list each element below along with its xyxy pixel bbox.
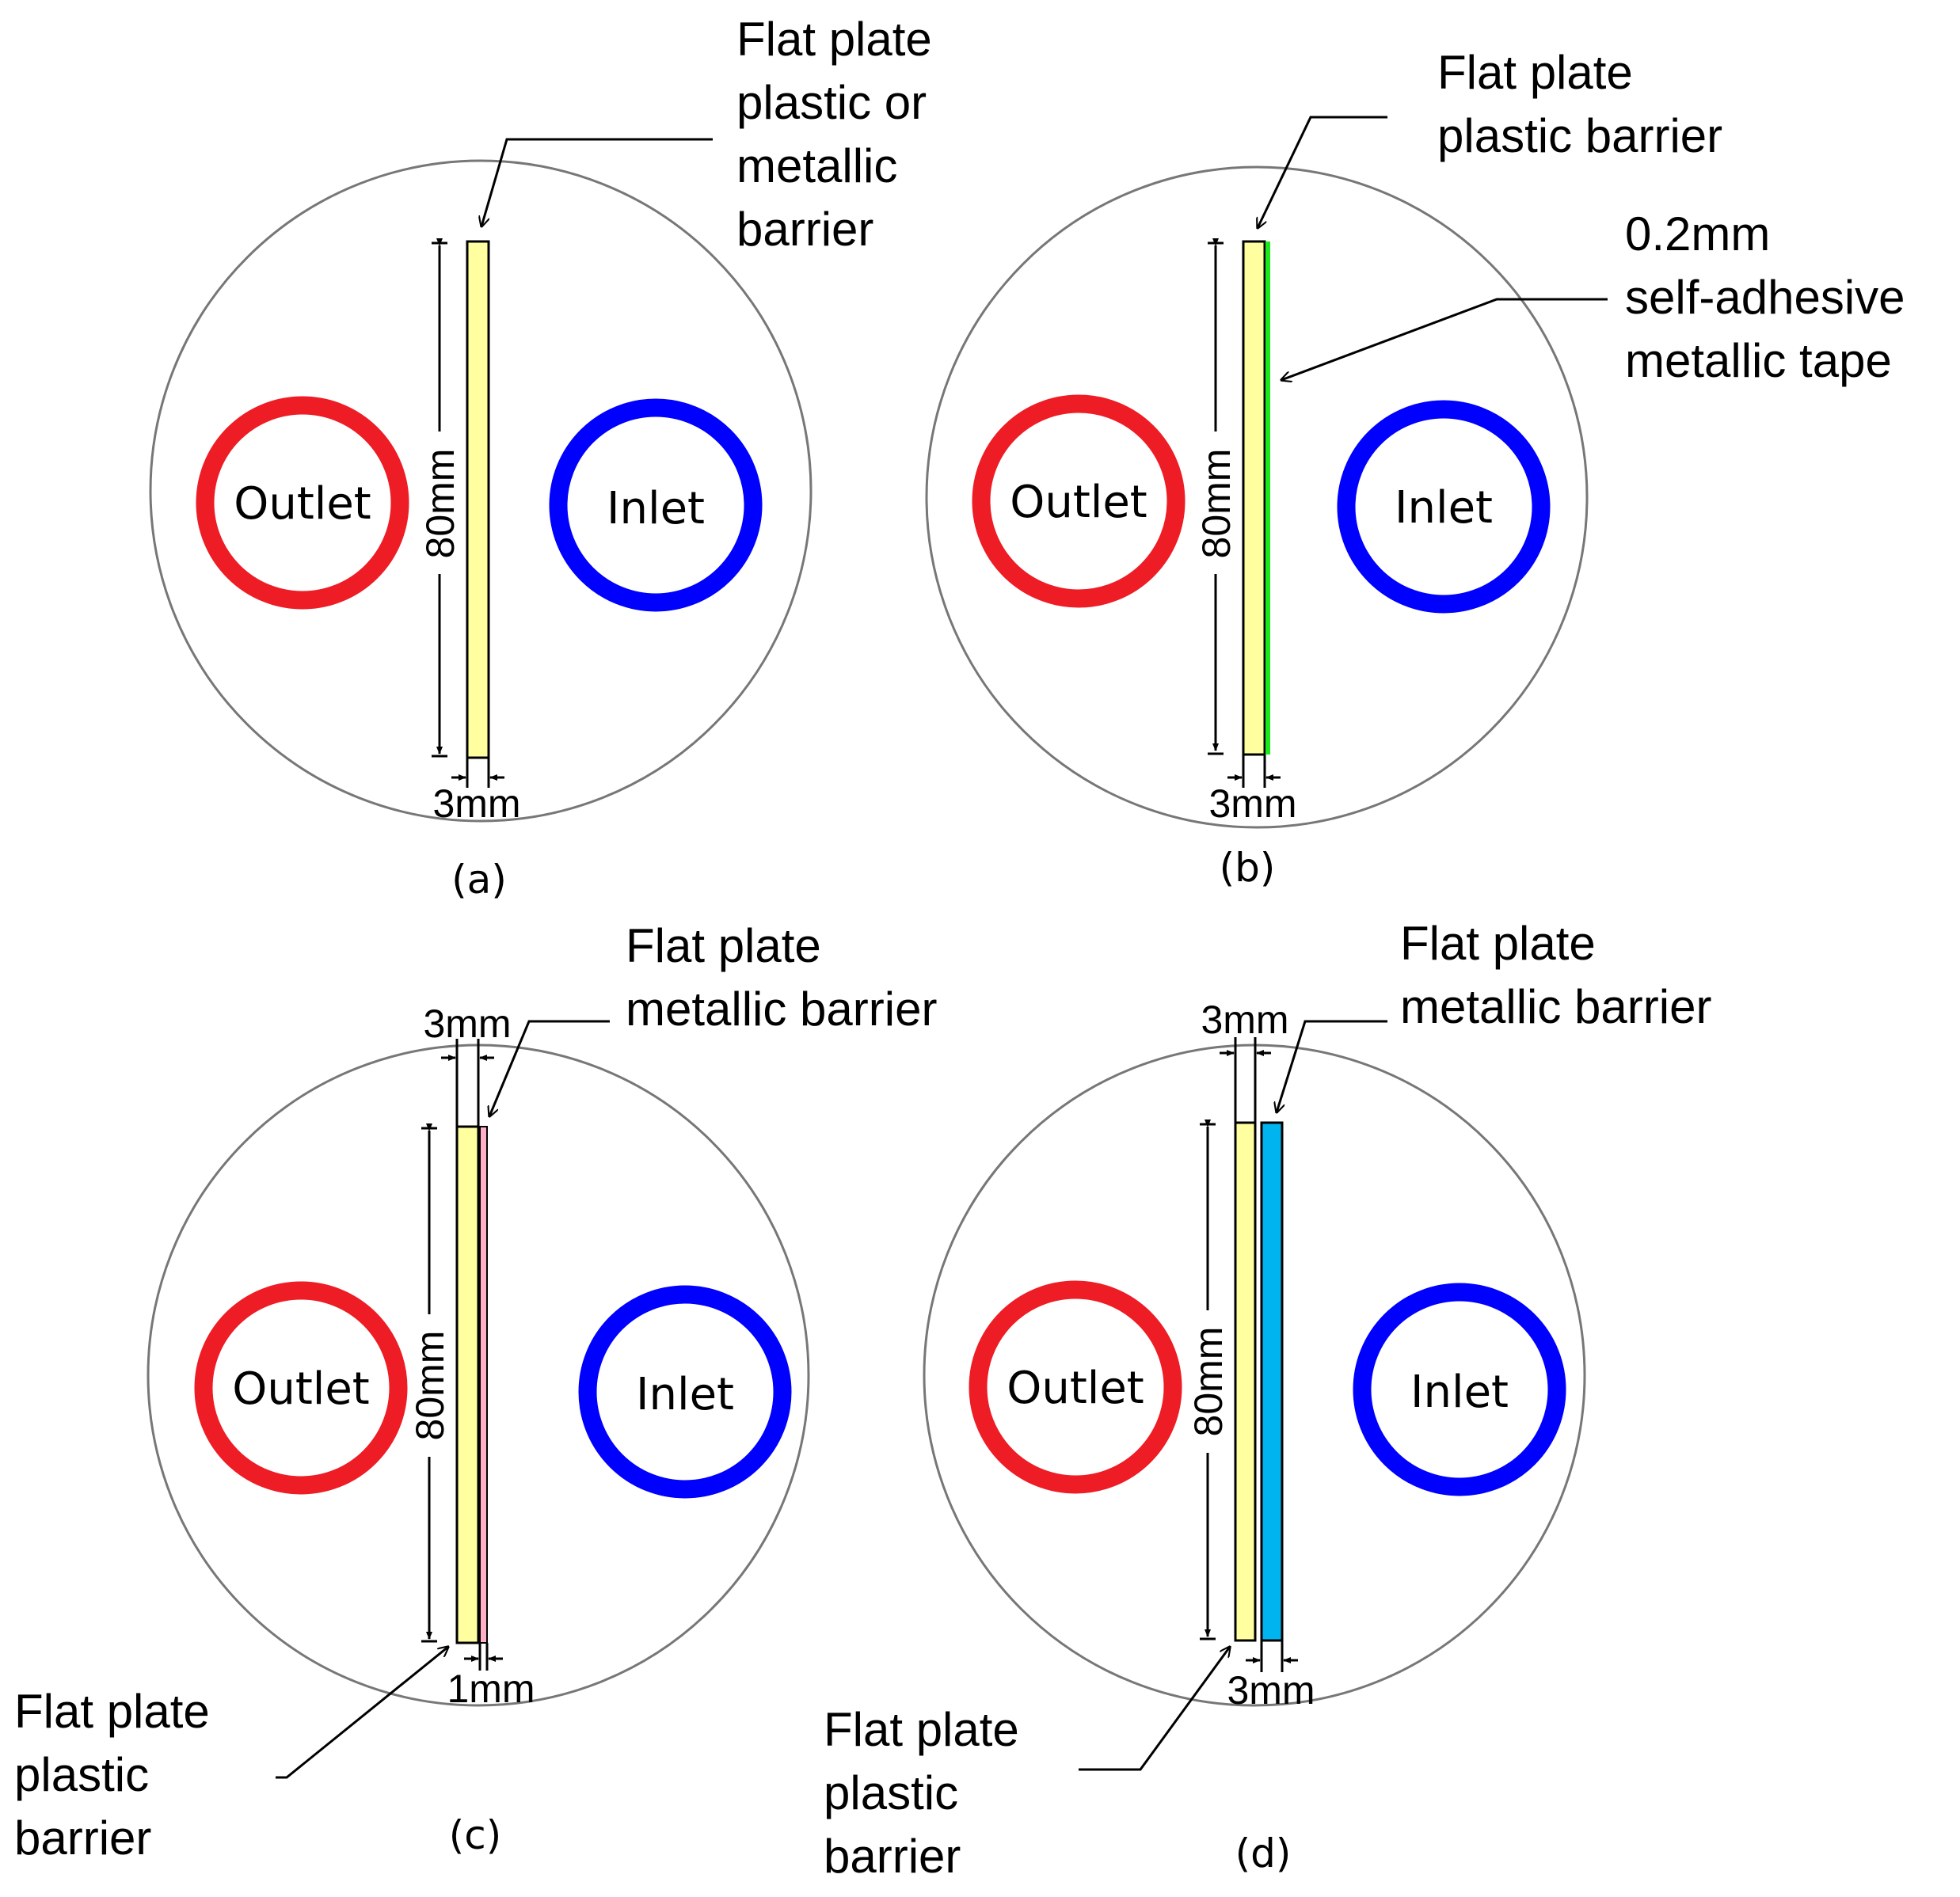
height-dimension-label: 80mm — [1186, 1327, 1231, 1437]
width-dimension-label: 3mm — [1227, 1668, 1315, 1713]
barrier-label: Flat plate plastic barrier — [1437, 46, 1722, 162]
pipe-cross-section — [925, 165, 1589, 829]
outlet-label: Outlet — [232, 1363, 370, 1415]
metallic-plate — [479, 1126, 488, 1644]
height-dimension-label: 80mm — [408, 1331, 452, 1441]
plastic-barrier-label: Flat plate plastic barrier — [14, 1685, 223, 1865]
metallic-label-line: Flat plate — [1400, 917, 1596, 970]
inlet-label: Inlet — [1410, 1367, 1509, 1418]
plastic-plate — [455, 1125, 480, 1644]
plastic-barrier-label: Flat plate plastic barrier — [824, 1703, 1032, 1883]
barrier-label-line: Flat plate — [736, 13, 932, 66]
height-dimension-gap — [1192, 1310, 1225, 1453]
outlet-ring — [194, 1281, 408, 1495]
inlet-label: Inlet — [607, 483, 705, 534]
outlet-label: Outlet — [1007, 1363, 1144, 1414]
tape-label-line: self-adhesive — [1625, 271, 1905, 324]
outlet-label: Outlet — [1010, 477, 1147, 528]
plastic-plate — [1234, 1121, 1257, 1642]
metallic-label-line: Flat plate — [626, 919, 821, 972]
metallic-barrier-label: Flat plate metallic barrier — [1400, 917, 1711, 1033]
inlet-label: Inlet — [636, 1369, 734, 1420]
barrier-leader-line — [481, 138, 713, 226]
tape-leader-line — [1281, 298, 1608, 380]
inlet-ring — [549, 398, 763, 612]
metallic-tape — [1265, 241, 1270, 755]
height-dimension-gap — [1200, 431, 1233, 574]
metallic-label-line: metallic barrier — [626, 983, 937, 1036]
panel-d: Outlet Inlet 80mm 3mm 3mm Flat plate met… — [824, 917, 1711, 1883]
panel-caption: (d) — [1235, 1830, 1292, 1876]
barrier-label-line: plastic or — [736, 76, 927, 129]
plastic-label-line: Flat plate — [14, 1685, 210, 1738]
tape-label-line: 0.2mm — [1625, 207, 1770, 260]
panel-a: Outlet Inlet 80mm 3mm Flat plate plastic… — [149, 13, 945, 903]
tape-label-line: metallic tape — [1625, 334, 1892, 387]
panel-c: Outlet Inlet 80mm 3mm 1mm Flat plate met… — [14, 919, 937, 1865]
barrier-label-line: Flat plate — [1437, 46, 1633, 99]
outlet-label: Outlet — [234, 478, 371, 530]
barrier-label-line: plastic barrier — [1437, 109, 1722, 162]
panel-caption: (b) — [1220, 845, 1276, 891]
plastic-label-line: barrier — [14, 1811, 151, 1865]
width-dimension-label: 3mm — [1201, 998, 1288, 1042]
height-dimension-gap — [424, 431, 457, 574]
plastic-leader-line — [276, 1647, 448, 1779]
pipe-cross-section — [149, 159, 813, 823]
plastic-label-line: plastic — [14, 1748, 149, 1801]
metallic-leader-line — [489, 1020, 610, 1116]
plastic-or-metallic-plate — [466, 240, 490, 759]
width-dimension-label: 3mm — [432, 781, 520, 826]
inlet-ring — [578, 1285, 792, 1499]
metallic-barrier-label: Flat plate metallic barrier — [626, 919, 937, 1036]
height-dimension-label: 80mm — [1194, 449, 1239, 559]
plastic-plate — [1242, 240, 1266, 756]
outlet-ring — [196, 396, 409, 610]
inlet-ring — [1353, 1283, 1566, 1496]
plastic-label-line: plastic — [824, 1766, 958, 1819]
inlet-label: Inlet — [1395, 482, 1493, 534]
panel-caption: (a) — [451, 857, 507, 903]
tape-label: 0.2mm self-adhesive metallic tape — [1625, 207, 1918, 387]
width-dimension-label: 3mm — [1208, 781, 1296, 826]
barrier-label: Flat plate plastic or metallic barrier — [736, 13, 945, 256]
outlet-ring — [969, 1280, 1182, 1494]
height-dimension-label: 80mm — [418, 449, 462, 559]
panel-b: Outlet Inlet 80mm 3mm Flat plate plastic… — [925, 46, 1918, 891]
barrier-label-line: metallic — [736, 139, 897, 192]
outlet-ring — [972, 394, 1186, 608]
metallic-label-line: metallic barrier — [1400, 980, 1711, 1033]
inlet-ring — [1337, 400, 1551, 614]
barrier-leader-line — [1258, 116, 1387, 228]
plastic-label-line: Flat plate — [824, 1703, 1019, 1756]
width-dimension-label: 3mm — [423, 1002, 511, 1046]
panel-caption: (c) — [449, 1812, 502, 1858]
plastic-label-line: barrier — [824, 1830, 961, 1883]
plastic-leader-line — [1079, 1647, 1230, 1771]
metallic-leader-line — [1277, 1020, 1387, 1112]
metallic-plate — [1260, 1121, 1284, 1642]
height-dimension-gap — [413, 1314, 447, 1457]
width-dimension-label: 1mm — [447, 1667, 535, 1711]
barrier-label-line: barrier — [736, 203, 873, 256]
